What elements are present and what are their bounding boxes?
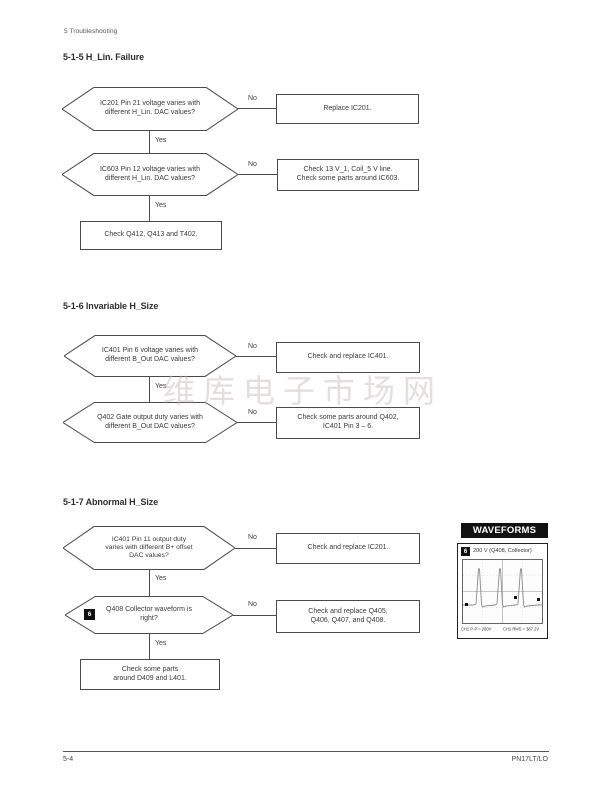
connector-line — [235, 548, 276, 549]
page-number: 5-4 — [63, 756, 74, 763]
no-label: No — [248, 343, 257, 350]
decision-text: IC401 Pin 6 voltage varies with differen… — [101, 347, 199, 363]
action-check-coil5v: Check 13 V_1, Coil_5 V line. Check some … — [277, 159, 419, 191]
section-title-5-1-7: 5-1-7 Abnormal H_Size — [63, 497, 159, 507]
decision-shape — [65, 596, 233, 634]
footer-divider — [63, 751, 549, 752]
page-header: 5 Troubleshooting — [64, 28, 118, 35]
yes-label: Yes — [155, 575, 167, 582]
decision-text: IC603 Pin 12 voltage varies with differe… — [99, 165, 200, 182]
yes-label: Yes — [155, 137, 167, 144]
action-replace-ic201-2: Check and replace IC201. — [276, 533, 420, 564]
decision-text: Q402 Gate output duty varies with differ… — [97, 413, 203, 430]
no-label: No — [248, 409, 257, 416]
waveform-caption: 200 V (Q408, Collector) — [473, 548, 532, 554]
connector-line — [238, 108, 276, 109]
decision-text: IC401 Pin 11 output duty varies with dif… — [105, 535, 193, 560]
section-title-5-1-5: 5-1-5 H_Lin. Failure — [63, 52, 145, 62]
connector-line — [233, 615, 276, 616]
no-label: No — [248, 534, 257, 541]
decision-shape — [63, 402, 237, 443]
yes-label: Yes — [155, 202, 167, 209]
action-check-q412: Check Q412, Q413 and T402. — [80, 221, 222, 250]
scope-rms-readout: CH1 RMS = 387.2V — [503, 627, 540, 632]
connector-line — [149, 131, 150, 154]
decision-text: IC201 Pin 21 voltage varies with differe… — [99, 100, 200, 116]
scope-pp-readout: CH1 P-P = 200V — [461, 627, 492, 632]
decision-ic401-pin11: IC401 Pin 11 output duty varies with dif… — [63, 526, 235, 570]
connector-line — [237, 422, 276, 423]
waveform-trace — [463, 560, 542, 623]
no-label: No — [248, 95, 257, 102]
decision-ic603-pin12: IC603 Pin 12 voltage varies with differe… — [62, 153, 238, 196]
action-replace-ic401: Check and replace IC401. — [276, 342, 420, 373]
action-replace-q405: Check and replace Q405, Q406, Q407, and … — [276, 600, 420, 633]
decision-ic401-pin6: IC401 Pin 6 voltage varies with differen… — [64, 335, 236, 377]
no-label: No — [248, 601, 257, 608]
action-check-q402: Check some parts around Q402, IC401 Pin … — [276, 407, 420, 439]
decision-ic201-pin21: IC201 Pin 21 voltage varies with differe… — [62, 87, 238, 131]
waveform-ref-badge: 6 — [84, 609, 95, 620]
decision-q402-gate: Q402 Gate output duty varies with differ… — [63, 402, 237, 443]
connector-line — [236, 356, 276, 357]
connector-line — [149, 634, 150, 660]
connector-line — [149, 377, 150, 403]
yes-label: Yes — [155, 640, 167, 647]
connector-line — [149, 196, 150, 221]
section-title-5-1-6: 5-1-6 Invariable H_Size — [63, 301, 159, 311]
action-check-d409: Check some parts around D409 and L401. — [80, 659, 220, 690]
waveforms-title: WAVEFORMS — [461, 523, 548, 538]
decision-text: Q408 Collector waveform is right? — [106, 606, 192, 622]
decision-shape — [64, 335, 236, 377]
waveform-badge: 6 — [461, 547, 470, 556]
decision-shape — [62, 153, 238, 196]
decision-shape — [62, 87, 238, 131]
yes-label: Yes — [155, 383, 167, 390]
no-label: No — [248, 161, 257, 168]
decision-shape — [63, 526, 235, 570]
action-replace-ic201: Replace IC201. — [276, 94, 419, 124]
model-number: PN17LT/LO — [511, 756, 548, 763]
decision-q408-collector: Q408 Collector waveform is right? — [65, 596, 233, 634]
connector-line — [149, 570, 150, 597]
connector-line — [238, 174, 277, 175]
oscilloscope-display — [462, 559, 543, 624]
